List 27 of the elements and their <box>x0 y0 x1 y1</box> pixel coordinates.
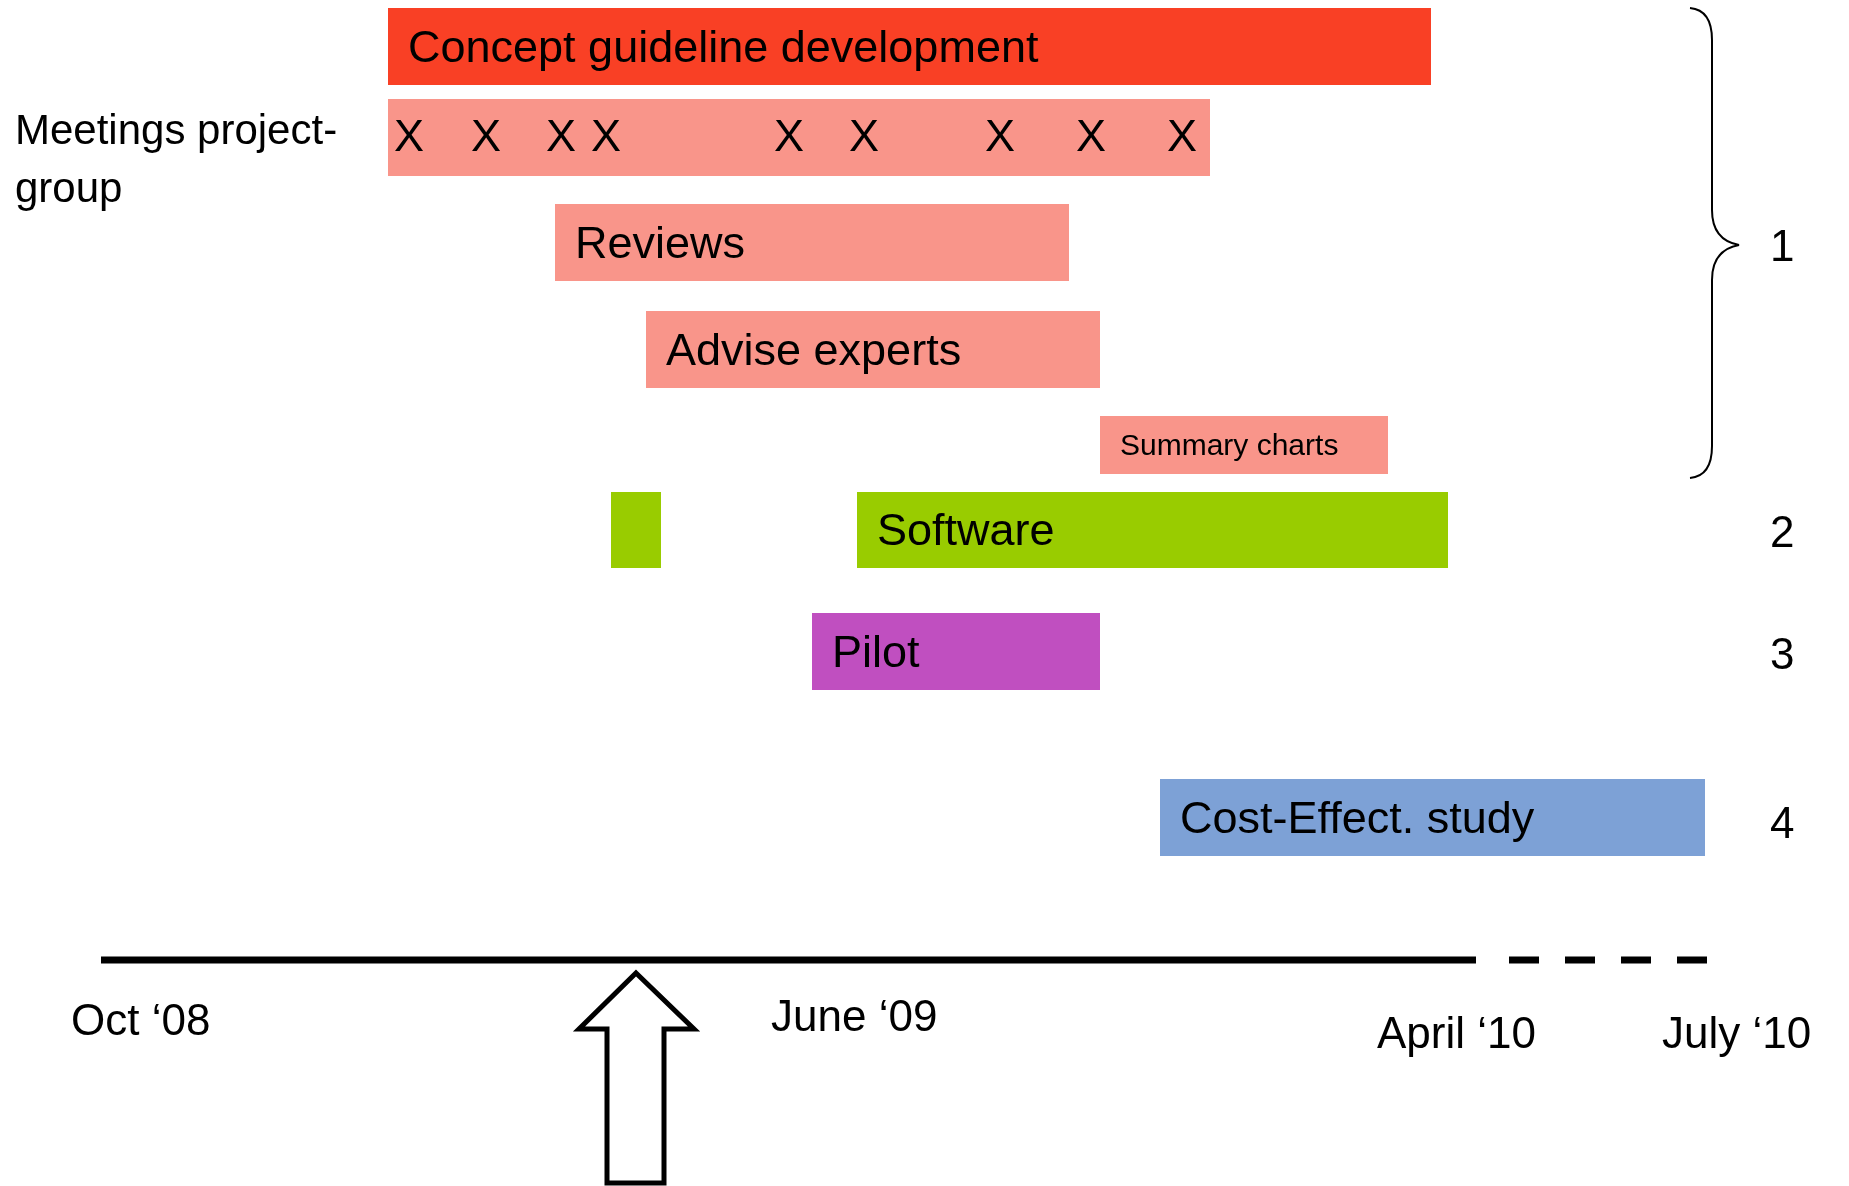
group-number: 4 <box>1770 801 1795 845</box>
task-bar <box>388 99 1210 176</box>
meeting-mark: X <box>1167 113 1197 158</box>
task-bar: Advise experts <box>646 311 1100 388</box>
meeting-mark: X <box>591 113 621 158</box>
group-number: 3 <box>1770 632 1795 676</box>
meeting-mark: X <box>774 113 804 158</box>
meeting-mark: X <box>849 113 879 158</box>
task-bar: Software <box>857 492 1448 568</box>
date-label: June ‘09 <box>771 994 938 1038</box>
date-label: July ‘10 <box>1662 1011 1812 1055</box>
meeting-mark: X <box>985 113 1015 158</box>
empty-bar <box>611 492 661 568</box>
meeting-mark: X <box>546 113 576 158</box>
date-label: April ‘10 <box>1377 1011 1536 1055</box>
task-bar: Reviews <box>555 204 1069 281</box>
meeting-mark: X <box>394 113 424 158</box>
meeting-mark: X <box>1076 113 1106 158</box>
meeting-mark: X <box>471 113 501 158</box>
task-bar: Pilot <box>812 613 1100 690</box>
group-number: 2 <box>1770 510 1795 554</box>
row-label: Meetings project-group <box>15 105 339 213</box>
date-label: Oct ‘08 <box>71 998 211 1042</box>
task-bar: Cost-Effect. study <box>1160 779 1705 856</box>
group-number: 1 <box>1770 224 1795 268</box>
task-bar: Concept guideline development <box>388 8 1431 85</box>
task-bar: Summary charts <box>1100 416 1388 474</box>
